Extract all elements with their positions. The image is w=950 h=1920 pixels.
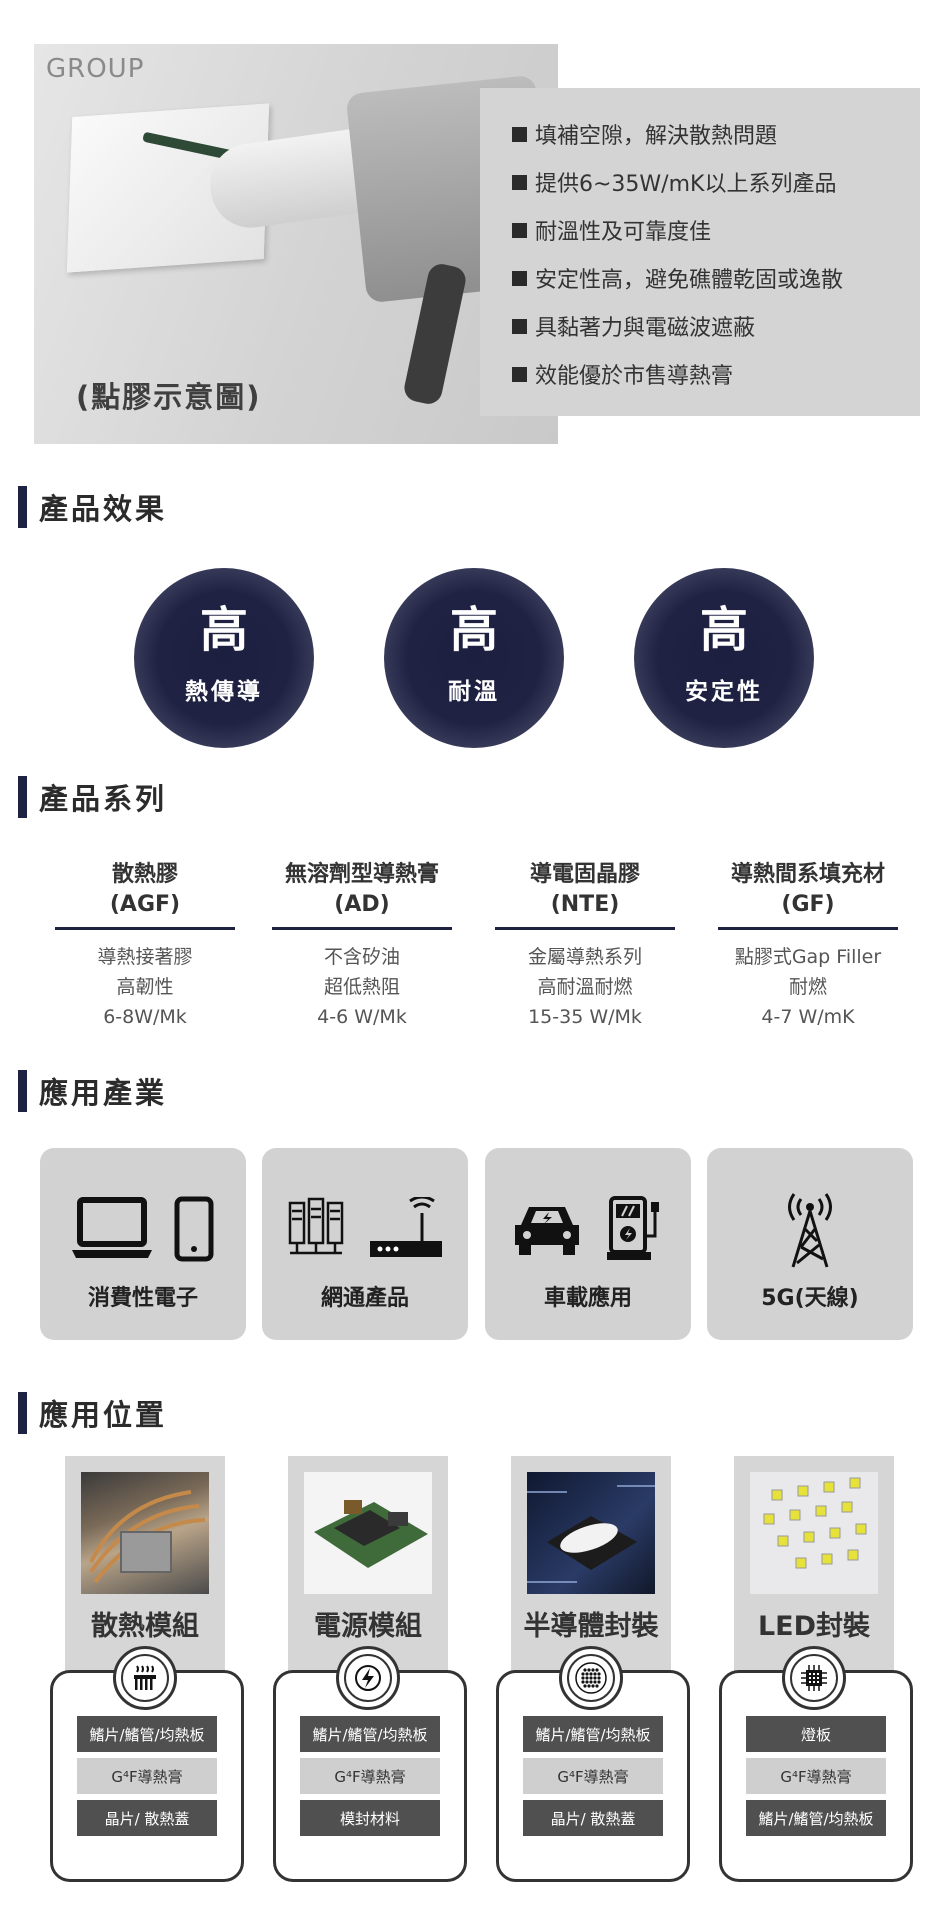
chip-dots-icon: [575, 1662, 607, 1694]
position-layer-row: 晶片/ 散熱蓋: [77, 1800, 217, 1836]
hero-image: GROUP (點膠示意圖): [34, 44, 558, 444]
antenna-tower-icon: [788, 1193, 832, 1268]
series-nte: 導電固晶膠 (NTE) 金屬導熱系列 高耐溫耐燃 15-35 W/Mk: [495, 860, 675, 1032]
position-layer-row: 燈板: [746, 1716, 886, 1752]
charging-station-icon: [607, 1196, 659, 1260]
effect-circle-stability: 高 安定性: [634, 568, 814, 748]
square-bullet-icon: [512, 174, 527, 190]
phone-icon: [174, 1196, 214, 1262]
group-logo: GROUP: [46, 54, 145, 84]
feature-item: 提供6~35W/mK以上系列產品: [512, 158, 920, 206]
car-icon: [515, 1207, 579, 1255]
industry-card-consumer: 消費性電子: [40, 1148, 246, 1340]
position-layer-row: 鰭片/鰭管/均熱板: [300, 1716, 440, 1752]
heading-bar: [18, 1070, 27, 1112]
heatsink-photo: [81, 1472, 209, 1594]
effect-circle-temperature: 高 耐溫: [384, 568, 564, 748]
led-board-photo: [750, 1472, 878, 1594]
feature-item: 填補空隙，解決散熱問題: [512, 110, 920, 158]
series-divider: [55, 927, 235, 930]
section-heading-effect: 產品效果: [18, 486, 167, 528]
feature-item: 效能優於市售導熱膏: [512, 350, 920, 398]
square-bullet-icon: [512, 366, 527, 382]
industry-card-networking: 網通產品: [262, 1148, 468, 1340]
heading-bar: [18, 776, 27, 818]
router-icon: [370, 1197, 442, 1257]
position-led: LED封裝 燈板 G⁴F導熱膏 鰭片/鰭管/均熱板: [719, 1456, 913, 1882]
lightning-icon: [355, 1665, 381, 1691]
position-heat-module: 散熱模組 鰭片/鰭管/均熱板 G⁴F導熱膏 晶片/ 散熱蓋: [50, 1456, 244, 1882]
industry-card-5g: 5G(天線): [707, 1148, 913, 1340]
heading-bar: [18, 486, 27, 528]
heading-bar: [18, 1392, 27, 1434]
position-layer-row: G⁴F導熱膏: [77, 1758, 217, 1794]
server-icon: [288, 1197, 344, 1255]
series-agf: 散熱膠 (AGF) 導熱接著膠 高韌性 6-8W/Mk: [55, 860, 235, 1032]
square-bullet-icon: [512, 270, 527, 286]
square-bullet-icon: [512, 222, 527, 238]
position-layer-row: G⁴F導熱膏: [523, 1758, 663, 1794]
section-heading-industry: 應用產業: [18, 1070, 167, 1112]
effect-circle-thermal: 高 熱傳導: [134, 568, 314, 748]
series-gf: 導熱間系填充材 (GF) 點膠式Gap Filler 耐燃 4-7 W/mK: [718, 860, 898, 1032]
position-layer-row: 鰭片/鰭管/均熱板: [77, 1716, 217, 1752]
position-semiconductor: 半導體封裝 鰭片/鰭管/均熱板 G⁴F導熱膏 晶片/ 散熱蓋: [496, 1456, 690, 1882]
position-power-module: 電源模組 鰭片/鰭管/均熱板 G⁴F導熱膏 模封材料: [273, 1456, 467, 1882]
position-layer-row: 鰭片/鰭管/均熱板: [746, 1800, 886, 1836]
series-divider: [272, 927, 452, 930]
heatsink-icon: [134, 1665, 156, 1690]
semiconductor-photo: [527, 1472, 655, 1594]
series-divider: [495, 927, 675, 930]
position-layer-row: 鰭片/鰭管/均熱板: [523, 1716, 663, 1752]
position-layer-row: G⁴F導熱膏: [746, 1758, 886, 1794]
industry-card-automotive: 車載應用: [485, 1148, 691, 1340]
section-heading-position: 應用位置: [18, 1392, 167, 1434]
position-layer-row: 晶片/ 散熱蓋: [523, 1800, 663, 1836]
section-heading-series: 產品系列: [18, 776, 167, 818]
power-module-photo: [304, 1472, 432, 1594]
laptop-icon: [72, 1197, 152, 1258]
hero-caption: (點膠示意圖): [76, 380, 262, 414]
position-layer-row: 模封材料: [300, 1800, 440, 1836]
feature-item: 安定性高，避免礁體乾固或逸散: [512, 254, 920, 302]
feature-item: 具黏著力與電磁波遮蔽: [512, 302, 920, 350]
series-divider: [718, 927, 898, 930]
processor-icon: [801, 1665, 827, 1691]
feature-panel: 填補空隙，解決散熱問題 提供6~35W/mK以上系列產品 耐溫性及可靠度佳 安定…: [480, 88, 920, 416]
feature-item: 耐溫性及可靠度佳: [512, 206, 920, 254]
square-bullet-icon: [512, 126, 527, 142]
series-ad: 無溶劑型導熱膏 (AD) 不含矽油 超低熱阻 4-6 W/Mk: [272, 860, 452, 1032]
position-layer-row: G⁴F導熱膏: [300, 1758, 440, 1794]
square-bullet-icon: [512, 318, 527, 334]
